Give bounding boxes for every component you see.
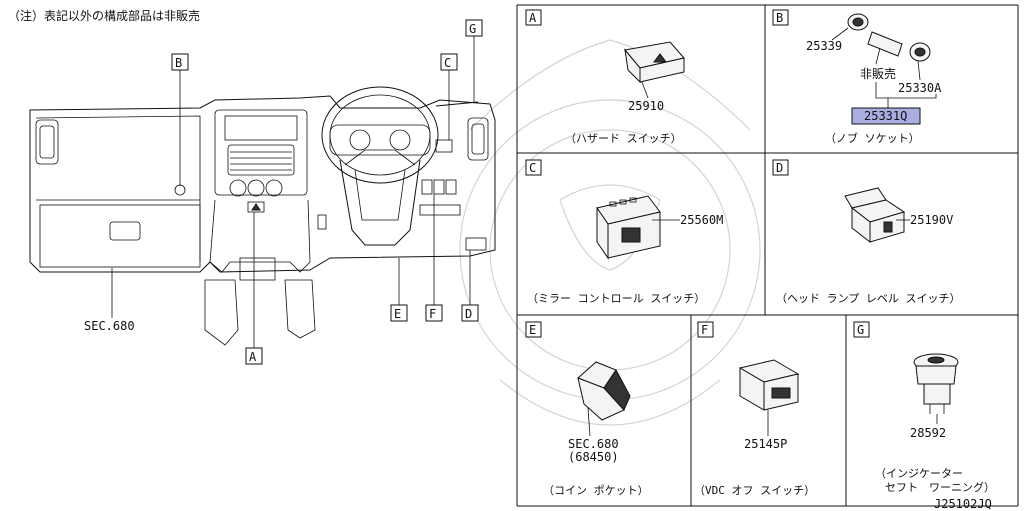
panel-b-part-3: 25331Q (864, 109, 907, 123)
panel-f: F 25145P （VDC オフ スイッチ） (694, 321, 815, 497)
coin-pocket-part (577, 361, 631, 421)
drawing-code: J25102JQ (934, 497, 992, 511)
panel-e-part-1: SEC.680 (568, 437, 619, 451)
panel-a-letter: A (529, 11, 537, 25)
panel-d-part-1: 25190V (910, 213, 953, 227)
panel-e-caption: （コイン ポケット） (543, 484, 649, 497)
callout-B: B (175, 56, 182, 70)
panel-f-caption: （VDC オフ スイッチ） (694, 484, 815, 497)
panel-e-part-2: (68450) (568, 450, 619, 464)
callout-F: F (429, 307, 436, 321)
panel-c-caption: （ミラー コントロール スイッチ） (527, 292, 705, 305)
mirror-switch-part (596, 195, 661, 260)
panel-b-part-1: 25339 (806, 39, 842, 53)
panel-g-caption-line2: セフト ワーニング） (885, 480, 995, 494)
panel-b-letter: B (776, 11, 783, 25)
hazard-switch-part (624, 41, 685, 84)
panel-a: A 25910 （ハザード スイッチ） (525, 9, 685, 145)
panel-d-letter: D (776, 161, 783, 175)
callout-G: G (469, 22, 476, 36)
panel-d: D 25190V （ヘッド ランプ レベル スイッチ） (772, 159, 961, 305)
overview-sec-label: SEC.680 (84, 319, 135, 333)
panel-a-part-1: 25910 (628, 99, 664, 113)
panel-b: B 25339 非販売 25330A 25331Q （ノブ ソケット） (772, 9, 942, 145)
knob-socket-part (847, 13, 931, 62)
panel-d-caption: （ヘッド ランプ レベル スイッチ） (776, 292, 961, 305)
security-indicator-part (913, 353, 959, 414)
vdc-off-switch-part (738, 359, 800, 411)
panel-g-caption-line1: （インジケーター (875, 467, 963, 480)
panel-f-letter: F (701, 323, 708, 337)
callout-D: D (465, 307, 472, 321)
panel-c-part-1: 25560M (680, 213, 723, 227)
panel-e: E SEC.680 (68450) （コイン ポケット） (525, 321, 649, 497)
panel-g-letter: G (857, 323, 864, 337)
panel-g-part-1: 28592 (910, 426, 946, 440)
panel-g: G 28592 （インジケーター セフト ワーニング） (853, 321, 995, 494)
callout-A: A (249, 350, 257, 364)
panel-b-highlight (851, 107, 921, 125)
headlamp-level-switch-part (844, 187, 906, 244)
panel-a-caption: （ハザード スイッチ） (565, 132, 682, 145)
panel-grid (516, 4, 1019, 507)
callout-C: C (444, 56, 451, 70)
panel-b-not-sold: 非販売 (860, 66, 896, 81)
panel-b-caption: （ノブ ソケット） (825, 131, 920, 145)
panel-b-part-2: 25330A (898, 81, 942, 95)
callout-E: E (394, 307, 401, 321)
note-text: （注）表記以外の構成部品は非販売 (8, 8, 200, 23)
dashboard-overview (29, 86, 496, 346)
panel-e-letter: E (529, 323, 536, 337)
panel-c-letter: C (529, 161, 536, 175)
panel-f-part-1: 25145P (744, 437, 787, 451)
panel-c: C 25560M （ミラー コントロール スイッチ） (525, 159, 723, 305)
overview-callouts: B C G A E F D SEC.680 (84, 19, 483, 365)
